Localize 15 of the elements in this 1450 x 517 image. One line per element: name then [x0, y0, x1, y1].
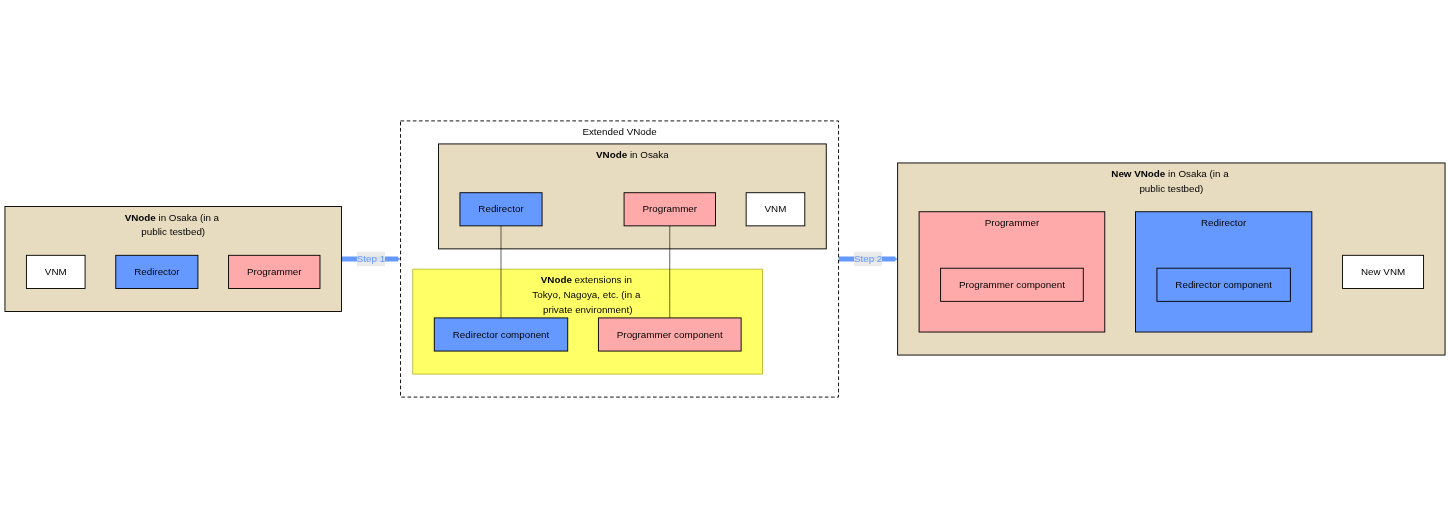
node-box: VNM: [25, 254, 86, 289]
node-box: Redirector: [459, 191, 543, 226]
edge-label: Step 1: [356, 252, 386, 264]
node-box: Redirector: [115, 254, 199, 289]
node-box: Redirector component: [433, 316, 569, 351]
node-box: New VNM: [1342, 254, 1425, 289]
connector: [500, 225, 502, 318]
node-box: Programmer: [623, 191, 716, 226]
edge-label: Step 2: [853, 252, 883, 264]
node-box: Programmer: [228, 254, 321, 289]
node-box: Programmer component: [597, 316, 742, 351]
connector: [669, 225, 671, 318]
node-box: VNM: [745, 191, 806, 226]
node-box: Programmer component: [940, 267, 1084, 302]
node-box: Redirector component: [1156, 267, 1291, 302]
